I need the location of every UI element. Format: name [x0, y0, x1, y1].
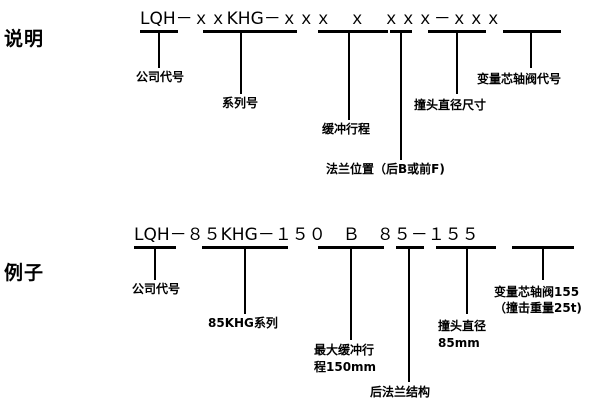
- example-core-label-1: 变量芯轴阀155: [494, 285, 580, 299]
- example-diameter-leader: [466, 248, 468, 314]
- example-company-label: 公司代号: [132, 282, 181, 296]
- example-code: LQH－８５KHG－１５０ Ｂ ８５－１５５: [134, 225, 479, 245]
- example-company-underline: [134, 246, 176, 249]
- spec-heading: 说明: [4, 28, 45, 50]
- example-stroke-leader: [350, 248, 352, 340]
- example-series-underline: [202, 246, 288, 249]
- spec-company-label: 公司代号: [136, 70, 185, 84]
- spec-diameter-leader: [456, 32, 458, 94]
- example-flange-underline: [396, 246, 424, 249]
- spec-diameter-underline: [428, 30, 486, 33]
- example-core-label-2: （撞击重量25t): [494, 301, 582, 315]
- example-diameter-underline: [436, 246, 496, 249]
- spec-diameter-label: 撞头直径尺寸: [414, 98, 487, 112]
- spec-flange-leader: [400, 32, 402, 160]
- example-stroke-label-1: 最大缓冲行: [314, 343, 375, 357]
- example-stroke-underline: [318, 246, 384, 249]
- spec-code: LQH－ｘｘKHG－ｘｘｘ ｘ ｘｘｘ－ｘｘｘ: [140, 9, 502, 29]
- example-stroke-label-2: 程150mm: [314, 360, 377, 374]
- example-heading: 例子: [4, 262, 45, 284]
- example-company-leader: [154, 248, 156, 280]
- spec-stroke-underline: [318, 30, 388, 33]
- example-flange-label: 后法兰结构: [370, 385, 431, 399]
- spec-company-underline: [140, 30, 178, 33]
- example-core-underline: [512, 246, 574, 249]
- example-series-leader: [244, 248, 246, 314]
- spec-series-leader: [240, 32, 242, 94]
- example-flange-leader: [408, 248, 410, 382]
- spec-core-leader: [530, 32, 532, 68]
- spec-series-label: 系列号: [222, 96, 259, 110]
- example-series-label: 85KHG系列: [208, 316, 278, 330]
- spec-stroke-leader: [348, 32, 350, 120]
- example-core-leader: [542, 248, 544, 280]
- spec-stroke-label: 缓冲行程: [322, 122, 371, 136]
- spec-core-underline: [503, 30, 561, 33]
- spec-series-underline: [203, 30, 297, 33]
- spec-flange-label: 法兰位置（后B或前F): [326, 162, 445, 176]
- spec-core-label: 变量芯轴阀代号: [477, 72, 562, 86]
- example-diameter-label-2: 85mm: [438, 336, 480, 350]
- example-diameter-label-1: 撞头直径: [438, 319, 487, 333]
- spec-company-leader: [158, 32, 160, 68]
- spec-flange-underline: [390, 30, 412, 33]
